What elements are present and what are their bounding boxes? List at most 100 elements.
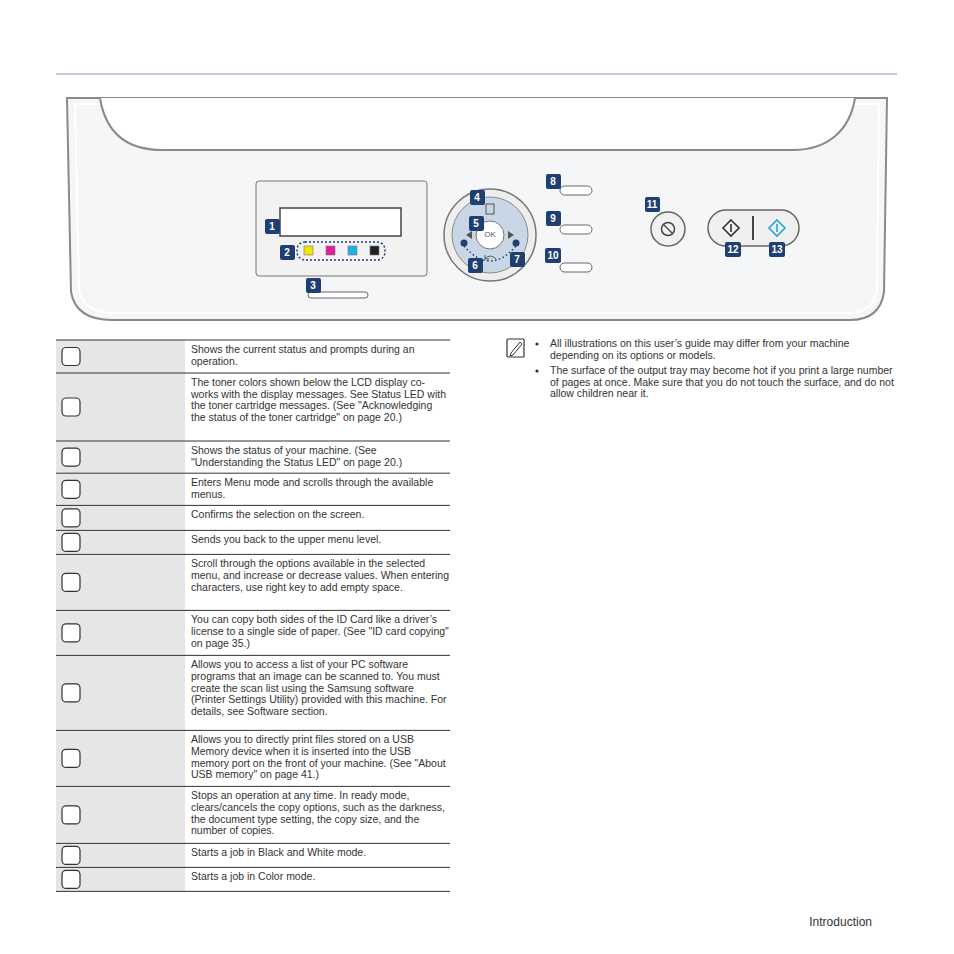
number-placeholder [62,684,80,702]
table-rule [56,530,450,531]
bw-start-icon [723,220,739,236]
callout-number: 4 [470,190,485,205]
table-rule [56,843,450,844]
color-start-icon [776,224,778,232]
table-label-cell [56,340,185,373]
callout-number: 2 [280,245,295,260]
number-placeholder [62,533,80,551]
number-placeholder [62,448,80,466]
callout-number: 9 [546,211,561,226]
number-placeholder [62,870,80,888]
table-label-cell [56,554,185,610]
table-rule [56,655,450,656]
number-placeholder [62,806,80,824]
callout-number: 10 [545,248,560,263]
table-label-cell [56,867,185,891]
table-cell: You can copy both sides of the ID Card l… [191,614,449,649]
table-cell: Allows you to access a list of your PC s… [191,659,449,717]
magenta-toner-led [326,246,335,255]
table-rule [56,730,450,731]
yellow-toner-led [304,246,313,255]
table-rule [56,786,450,787]
scan-button [560,225,592,234]
number-placeholder [62,480,80,498]
table-label-cell [56,530,185,554]
panel-recess [100,98,855,150]
footer-text: Introduction [809,915,872,929]
table-cell: Starts a job in Black and White mode. [191,847,449,859]
callout-number: 12 [725,242,740,257]
back-icon [485,255,496,259]
number-placeholder [62,624,80,642]
status-led [308,292,368,298]
table-rule [56,441,450,442]
nav-ring [452,197,528,273]
stop-icon [662,223,675,236]
table-rule [56,891,450,892]
usb-print-button [560,263,592,272]
color-start-icon [769,220,785,236]
table-cell: Starts a job in Color mode. [191,871,449,883]
start-divider [752,216,754,240]
stop-icon [664,225,672,233]
callout-number: 8 [546,174,561,189]
ok-label: OK [484,230,496,240]
left-arrow [466,231,472,239]
table-label-cell [56,655,185,730]
number-placeholder [62,846,80,864]
table-cell: Enters Menu mode and scrolls through the… [191,477,449,500]
note-text: All illustrations on this user’s guide m… [550,338,895,361]
table-label-cell [56,786,185,843]
table-rule [56,867,450,868]
nav-dot [513,240,520,247]
callout-number: 11 [645,197,660,212]
bullet [535,369,538,372]
black-toner-led [370,246,379,255]
menu-icon [486,204,494,214]
bullet [535,342,538,345]
table-rule [56,373,450,374]
table-cell: Sends you back to the upper menu level. [191,534,449,546]
table-label-cell [56,473,185,505]
table-cell: Scroll through the options available in … [191,558,449,593]
right-arrow [508,231,514,239]
callout-number: 13 [769,242,784,257]
start-buttons [708,210,799,246]
number-placeholder [62,749,80,767]
display-panel [256,181,427,276]
table-rule [56,340,450,341]
number-placeholder [62,398,80,416]
table-cell: Confirms the selection on the screen. [191,509,449,521]
callout-number: 1 [265,219,280,234]
cyan-toner-led [348,246,357,255]
nav-ring-outer [444,189,536,281]
callout-number: 5 [469,216,484,231]
callout-number: 3 [306,278,321,293]
bw-start-icon [730,224,732,232]
nav-dot [461,240,468,247]
header-rule [56,74,897,75]
table-label-cell [56,441,185,473]
number-placeholder [62,348,80,366]
lcd-screen [280,208,401,236]
stop-button [651,212,685,246]
table-rule [56,505,450,506]
note-text: The surface of the output tray may becom… [550,365,895,400]
number-placeholder [62,573,80,591]
callout-number: 7 [510,252,525,267]
table-cell: The toner colors shown below the LCD dis… [191,377,449,423]
table-cell: Allows you to directly print files store… [191,734,449,780]
table-rule [56,554,450,555]
note-icon [507,339,524,357]
table-cell: Shows the current status and prompts dur… [191,344,449,367]
callout-number: 6 [468,258,483,273]
toner-led-group [297,242,385,260]
table-cell: Shows the status of your machine. (See "… [191,445,449,468]
note-pen [510,342,522,356]
table-rule [56,473,450,474]
table-label-cell [56,610,185,655]
table-rule [56,610,450,611]
table-label-cell [56,373,185,441]
